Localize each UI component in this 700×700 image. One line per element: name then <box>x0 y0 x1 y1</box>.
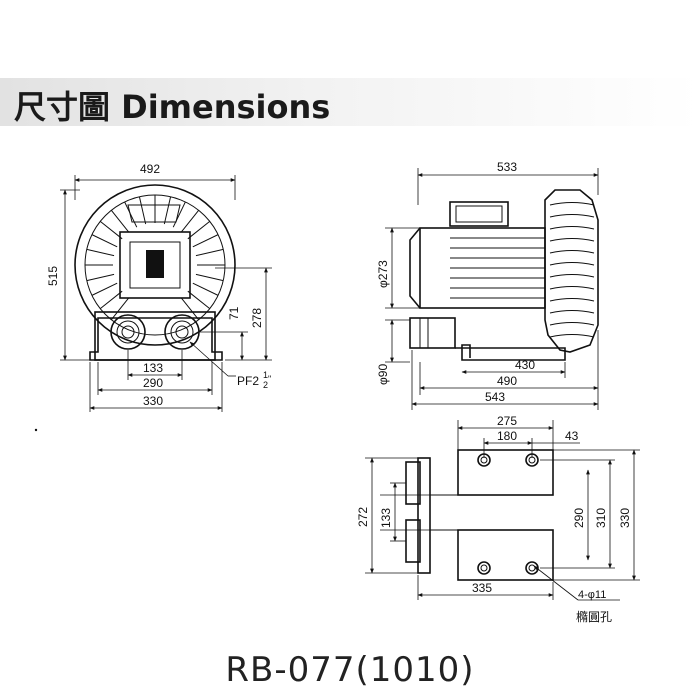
housing-fin <box>549 310 595 314</box>
dim-bottom-43: 43 <box>565 429 579 443</box>
fin-line <box>192 234 219 248</box>
bottom-foot-bottom <box>457 529 554 581</box>
dim-bottom-180: 180 <box>497 429 517 443</box>
housing-fin <box>549 250 595 254</box>
fin-line <box>195 273 224 282</box>
fin-line <box>91 282 118 296</box>
side-blower-housing <box>544 189 599 353</box>
dim-side-490: 490 <box>497 374 517 388</box>
housing-fin <box>549 238 595 242</box>
dim-front-278: 278 <box>250 308 264 328</box>
pipe-thread-label: PF2 <box>237 374 259 388</box>
title-background <box>0 78 700 126</box>
front-view: 492 515 278 71 133 290 330 PF2 1 2 " <box>46 162 272 412</box>
dim-bottom-335: 335 <box>472 581 492 595</box>
fin-line <box>180 209 200 233</box>
fin-line <box>138 196 147 225</box>
hole-spec-label: 4-φ11 <box>578 589 606 601</box>
front-motor-face <box>119 231 191 299</box>
side-housing-fins <box>549 202 595 338</box>
fin-line <box>110 297 130 321</box>
fin-line <box>91 234 118 248</box>
mounting-hole-inner <box>480 564 488 572</box>
pipe-thread-fraction-num: 1 <box>263 370 268 380</box>
dim-side-phi90: φ90 <box>376 364 390 385</box>
fin-line <box>163 196 172 225</box>
housing-fin <box>549 286 595 290</box>
front-housing-outer <box>74 184 236 346</box>
dim-side-543: 543 <box>485 390 505 404</box>
housing-fin <box>549 214 595 218</box>
front-fins <box>85 195 225 321</box>
housing-fin <box>549 298 595 302</box>
bottom-mounting-holes <box>477 453 539 575</box>
fin-line <box>187 290 211 310</box>
fin-line <box>86 248 115 257</box>
dim-bottom-290: 290 <box>572 508 586 528</box>
dim-bottom-310: 310 <box>594 508 608 528</box>
side-motor-cap <box>409 227 421 309</box>
dim-front-width: 492 <box>140 162 160 176</box>
pipe-thread-fraction-den: 2 <box>263 380 268 390</box>
dim-bottom-275: 275 <box>497 414 517 428</box>
dim-bottom-133: 133 <box>379 508 393 528</box>
front-port-right <box>164 314 200 350</box>
side-port-pipe <box>409 317 456 349</box>
housing-fin <box>549 226 595 230</box>
dim-side-430: 430 <box>515 358 535 372</box>
dim-side-533: 533 <box>497 160 517 174</box>
dim-side-phi273: φ273 <box>376 260 390 288</box>
model-number: RB-077(1010) <box>225 650 475 690</box>
pipe-thread-suffix: " <box>268 374 271 384</box>
fin-line <box>192 282 219 296</box>
housing-fin <box>549 322 595 326</box>
dim-front-133: 133 <box>143 361 163 375</box>
fin-line <box>99 220 123 240</box>
dim-front-290: 290 <box>143 376 163 390</box>
stray-mark <box>34 428 38 432</box>
housing-fin <box>549 274 595 278</box>
side-base <box>455 344 566 361</box>
fin-line <box>180 297 200 321</box>
fin-line <box>187 220 211 240</box>
dim-front-330: 330 <box>143 394 163 408</box>
mounting-hole <box>477 561 491 575</box>
fin-line <box>110 209 130 233</box>
hole-spec-desc: 橢圓孔 <box>576 609 612 624</box>
housing-fin <box>549 202 595 206</box>
fin-line <box>86 273 115 282</box>
bottom-view: 275 180 43 272 133 290 310 330 335 4-φ11 <box>356 414 640 624</box>
dim-front-height: 515 <box>46 266 60 286</box>
page-title: 尺寸圖 Dimensions <box>14 88 331 126</box>
front-port-left <box>110 314 146 350</box>
dim-bottom-272: 272 <box>356 507 370 527</box>
dim-bottom-330: 330 <box>618 508 632 528</box>
fin-line <box>195 248 224 257</box>
front-terminal-box <box>127 204 181 223</box>
side-view: 533 φ273 φ90 430 490 543 <box>376 160 599 410</box>
side-motor-ribs <box>450 237 545 299</box>
bottom-flange-plate <box>417 457 431 574</box>
side-terminal-box <box>449 201 509 227</box>
bottom-foot-top <box>457 449 554 496</box>
fin-line <box>172 201 186 228</box>
dim-front-71: 71 <box>227 306 241 320</box>
housing-fin <box>549 334 595 338</box>
front-motor-hub <box>146 250 164 278</box>
front-base <box>89 317 223 361</box>
fin-line <box>99 290 123 310</box>
front-port-block <box>94 311 216 361</box>
housing-fin <box>549 262 595 266</box>
front-motor-inner <box>129 241 181 289</box>
